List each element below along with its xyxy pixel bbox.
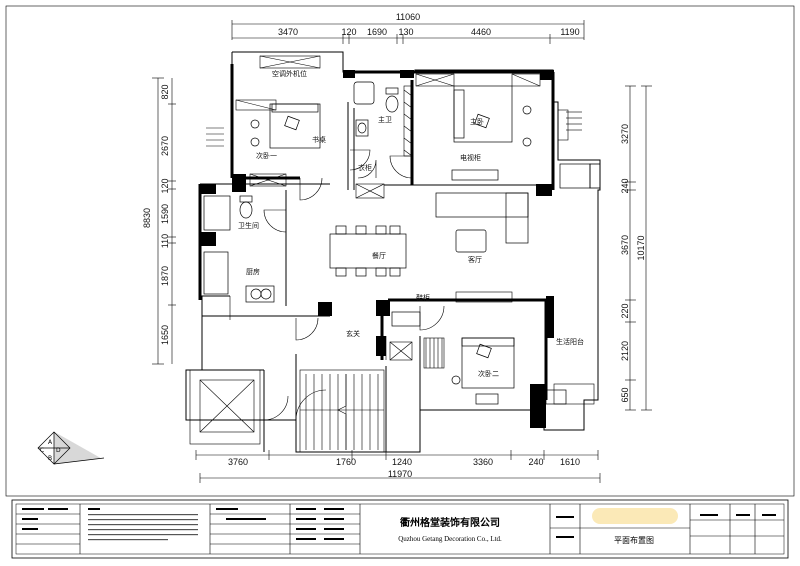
window-markers xyxy=(206,111,582,147)
title-block: 衢州格堂装饰有限公司 Quzhou Getang Decoration Co.,… xyxy=(11,499,789,559)
bottom-dim-3: 1240 xyxy=(392,457,412,467)
svg-text:D: D xyxy=(56,447,61,454)
furniture xyxy=(203,81,591,405)
top-dim-4: 130 xyxy=(398,27,413,37)
label-living: 客厅 xyxy=(468,255,482,264)
bottom-total-dim: 11970 xyxy=(388,469,412,479)
svg-text:C: C xyxy=(40,447,44,454)
drawing-title: 平面布置图 xyxy=(614,535,654,545)
sofa-icon xyxy=(435,192,529,218)
company-name-en: Quzhou Getang Decoration Co., Ltd. xyxy=(398,535,502,543)
top-dim-5: 4460 xyxy=(471,27,491,37)
top-dim-3: 1690 xyxy=(367,27,387,37)
doors xyxy=(229,149,445,421)
label-entrance: 玄关 xyxy=(346,329,360,338)
bottom-dim-4: 3360 xyxy=(473,457,493,467)
drawing-frame xyxy=(5,5,795,497)
master-bed-icon xyxy=(453,85,513,143)
bottom-dim-2: 1760 xyxy=(336,457,356,467)
left-dim-1: 820 xyxy=(160,84,170,99)
label-master-bedroom: 主卧 xyxy=(470,117,484,126)
label-closet: 衣柜 xyxy=(358,163,372,172)
right-dim-2: 240 xyxy=(620,178,630,193)
wall-columns xyxy=(200,70,601,428)
right-dim-4: 220 xyxy=(620,303,630,318)
label-bedroom3: 次卧二 xyxy=(478,369,499,378)
compass-icon: A D C B xyxy=(37,431,105,465)
left-total-dim: 8830 xyxy=(142,208,152,228)
label-balcony: 生活阳台 xyxy=(556,337,584,346)
label-bedroom2: 次卧一 xyxy=(256,151,277,160)
svg-text:B: B xyxy=(48,455,52,462)
left-dim-6: 1870 xyxy=(160,266,170,286)
label-dining: 餐厅 xyxy=(372,251,386,260)
third-bed-icon xyxy=(461,337,515,389)
top-dim-1: 3470 xyxy=(278,27,298,37)
bottom-dim-6: 1610 xyxy=(560,457,580,467)
built-in-cabinets xyxy=(235,55,595,405)
left-dimensions: 8830 820 2670 120 1590 110 1870 1650 xyxy=(142,77,176,365)
left-dim-7: 1650 xyxy=(160,325,170,345)
dining-table-icon xyxy=(329,233,407,269)
top-dim-6: 1190 xyxy=(560,27,579,37)
label-master-bath: 主卫 xyxy=(378,115,392,124)
right-dim-6: 650 xyxy=(620,387,630,402)
label-shoe-cabinet: 鞋柜 xyxy=(416,293,430,302)
bottom-dimensions: 3760 1760 1240 3360 240 1610 11970 xyxy=(195,450,601,483)
right-total-dim: 10170 xyxy=(636,235,646,260)
label-kitchen: 厨房 xyxy=(246,267,260,276)
left-dim-2: 2670 xyxy=(160,136,170,156)
top-dimensions: 11060 3470 120 1690 130 4460 1190 xyxy=(231,12,585,44)
left-dim-4: 1590 xyxy=(160,204,170,224)
top-total-dim: 11060 xyxy=(396,12,420,22)
left-dim-3: 120 xyxy=(160,178,170,193)
right-dim-3: 3670 xyxy=(620,235,630,255)
svg-text:A: A xyxy=(48,439,53,446)
label-bedroom2-desk: 书桌 xyxy=(312,135,326,144)
right-dim-1: 3270 xyxy=(620,124,630,144)
bottom-dim-5: 240 xyxy=(528,457,543,467)
right-dimensions: 3270 240 3670 220 2120 650 10170 xyxy=(620,85,652,411)
bottom-dim-1: 3760 xyxy=(228,457,248,467)
room-labels: 空调外机位 次卧一 书桌 主卫 主卧 衣柜 电视柜 卫生间 餐厅 客厅 厨房 玄… xyxy=(238,69,584,378)
right-dim-5: 2120 xyxy=(620,341,630,361)
stair-core xyxy=(189,369,385,453)
label-ac-platform: 空调外机位 xyxy=(272,69,307,78)
title-highlight xyxy=(592,508,678,524)
label-bathroom: 卫生间 xyxy=(238,221,259,230)
company-name-cn: 衢州格堂装饰有限公司 xyxy=(400,516,500,529)
label-tv-cabinet: 电视柜 xyxy=(460,153,481,162)
top-dim-2: 120 xyxy=(341,27,356,37)
left-dim-5: 110 xyxy=(160,234,170,248)
